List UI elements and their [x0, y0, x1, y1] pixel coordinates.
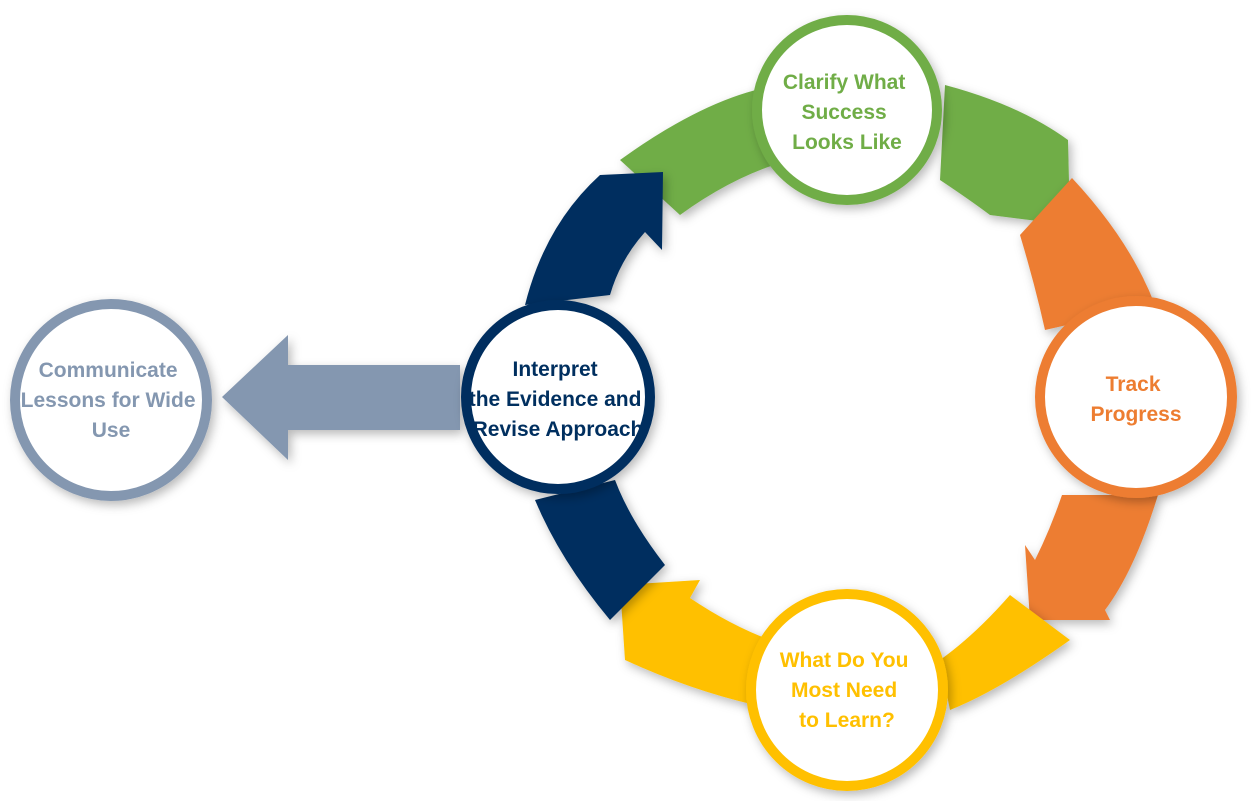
- node-track-circle: [1035, 296, 1237, 498]
- node-learn-circle: [746, 589, 948, 791]
- node-communicate-line-3: Use: [92, 419, 131, 442]
- arrow-interpret-to-communicate: [222, 335, 460, 460]
- svg-text:Clarify What Success: Clarify What Success Looks Like: [783, 71, 911, 154]
- svg-text:Track Progress: Track Progress: [1090, 373, 1181, 426]
- node-interpret-line-2: the Evidence and: [469, 388, 642, 411]
- svg-text:What Do You Most Need: What Do You Most Need to Learn?: [780, 649, 915, 732]
- node-learn-line-3: to Learn?: [799, 709, 895, 732]
- node-communicate-lessons: Communicate Lessons for Wide Use: [10, 299, 212, 501]
- node-track-line-1: Track: [1106, 373, 1161, 396]
- arrow-track-to-learn: [1020, 178, 1158, 620]
- node-learn-line-2: Most Need: [791, 679, 897, 702]
- node-clarify-line-1: Clarify What: [783, 71, 906, 94]
- node-communicate-circle: [10, 299, 212, 501]
- node-learn-line-1: What Do You: [780, 649, 909, 672]
- node-clarify-circle: [752, 15, 942, 205]
- node-interpret-line-1: Interpret: [512, 358, 597, 381]
- node-track-line-2: Progress: [1090, 403, 1181, 426]
- svg-text:Communicate Lessons for: Communicate Lessons for Wide Use: [21, 359, 202, 442]
- node-clarify-success: Clarify What Success Looks Like: [752, 15, 942, 205]
- arrow-clarify-to-track: [620, 85, 1070, 225]
- node-clarify-line-2: Success: [801, 101, 886, 124]
- svg-text:Interpret the Evidence a: Interpret the Evidence and Revise Approa…: [469, 358, 648, 441]
- node-clarify-line-3: Looks Like: [792, 131, 902, 154]
- node-communicate-line-1: Communicate: [39, 359, 178, 382]
- node-interpret-evidence: Interpret the Evidence and Revise Approa…: [461, 300, 655, 494]
- arrow-learn-to-interpret: [620, 580, 1070, 710]
- node-communicate-line-2: Lessons for Wide: [21, 389, 196, 412]
- node-interpret-line-3: Revise Approach: [473, 418, 644, 441]
- arrow-interpret-to-clarify: [525, 172, 665, 620]
- node-track-progress: Track Progress: [1035, 296, 1237, 498]
- node-most-need-to-learn: What Do You Most Need to Learn?: [746, 589, 948, 791]
- node-interpret-circle: [461, 300, 655, 494]
